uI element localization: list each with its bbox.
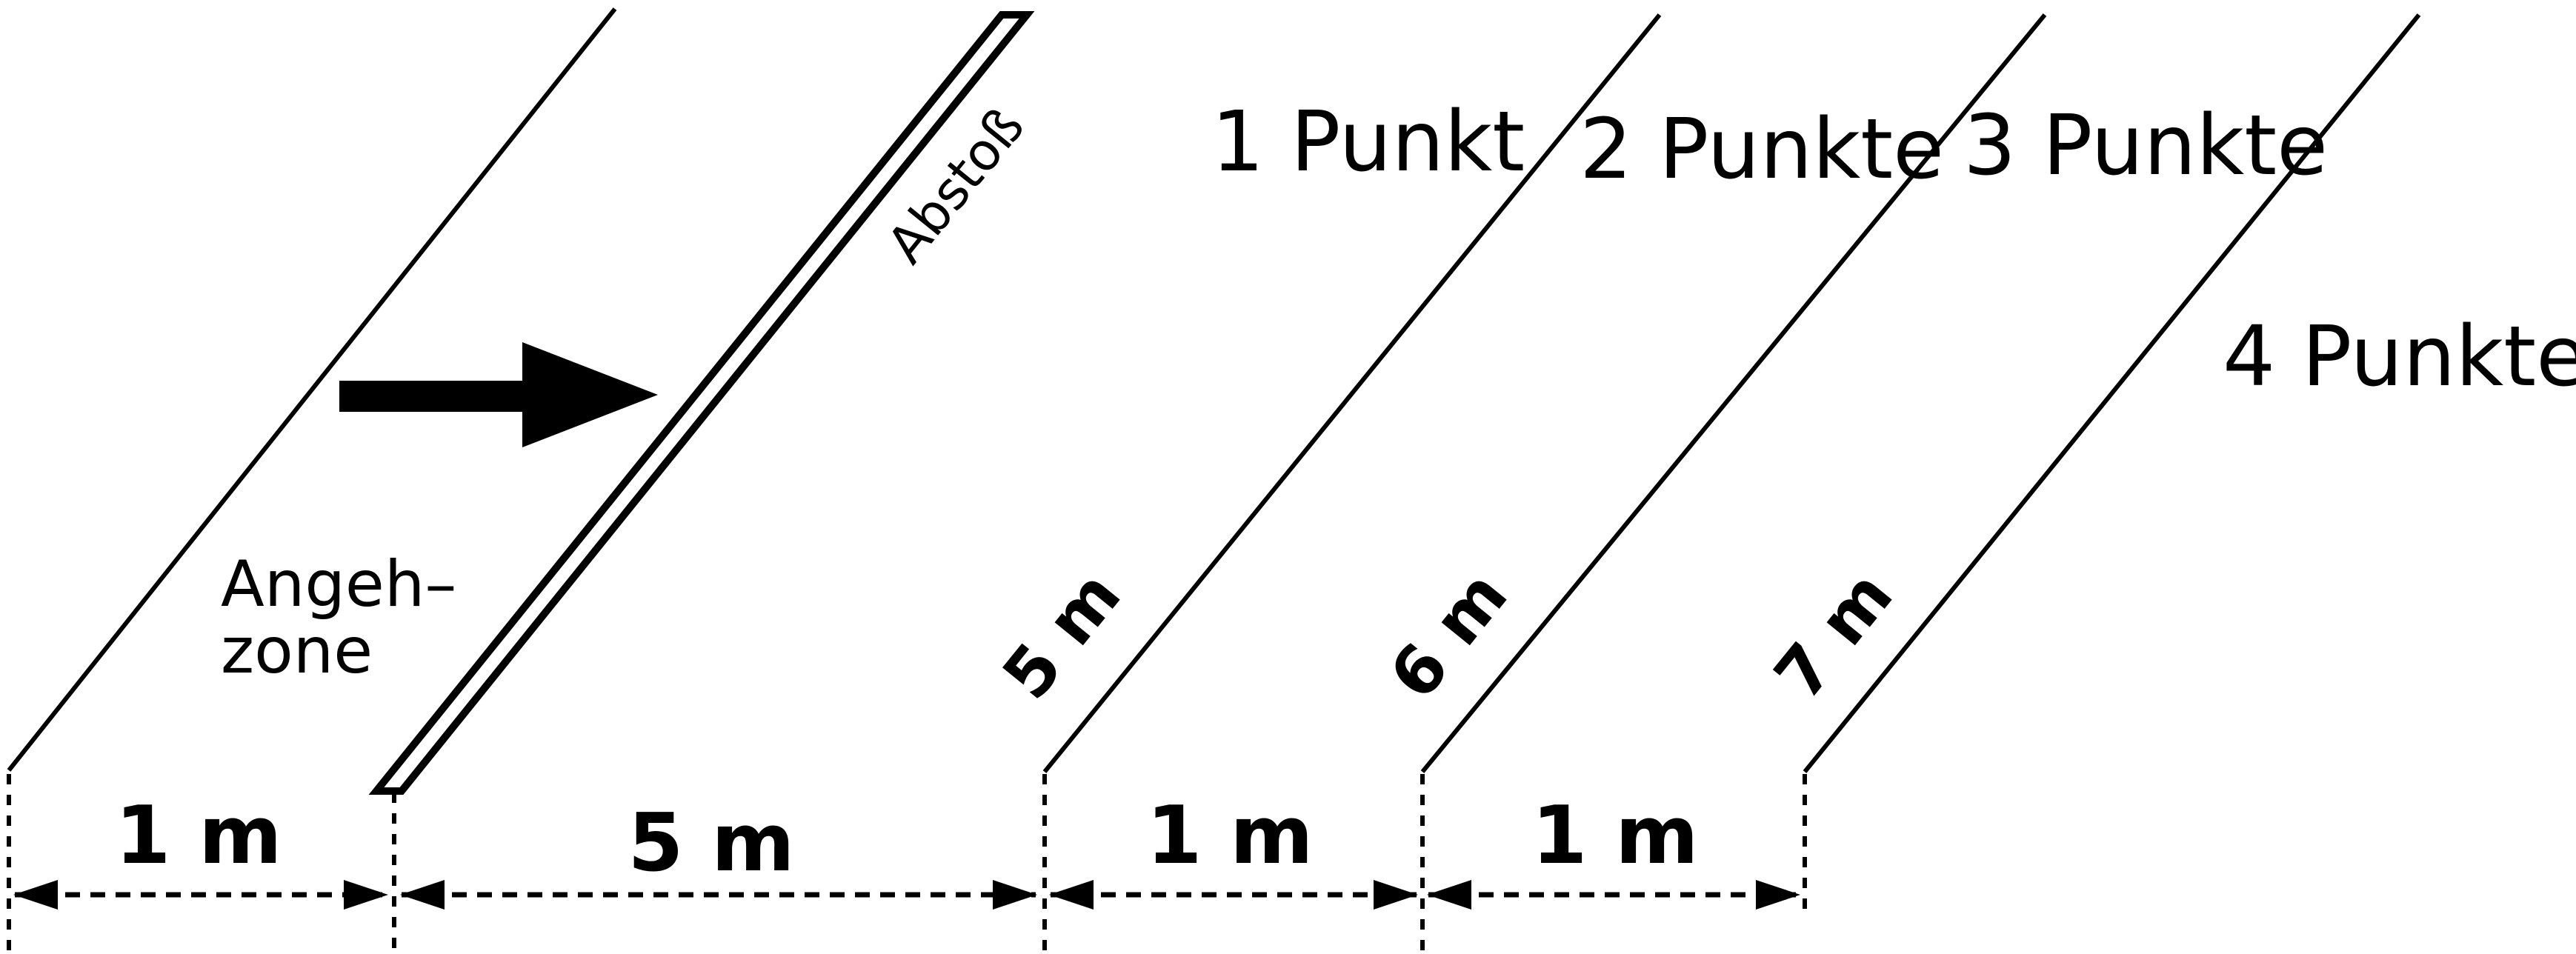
distance-line-7m [1803, 13, 2421, 773]
dimension-label-4: 1 m [1531, 790, 1698, 882]
kick-line [368, 11, 1035, 795]
distance-line-5m [1042, 13, 1662, 773]
run-up-zone-label-line2: zone [221, 614, 373, 688]
run-up-zone-label-line1: Angeh– [221, 547, 456, 621]
dimension-label-1: 1 m [115, 790, 282, 882]
dimension-label-3: 1 m [1146, 790, 1313, 882]
distance-label-6m: 6 m [1374, 557, 1522, 714]
points-label-2: 2 Punkte [1580, 101, 1944, 198]
points-label-3: 3 Punkte [1963, 98, 2328, 194]
points-label-1: 1 Punkt [1211, 94, 1525, 190]
points-label-4: 4 Punkte [2223, 309, 2576, 405]
distance-line-6m [1420, 13, 2047, 773]
kick-line-label: Abstoß [875, 96, 1036, 275]
run-up-start-line [7, 7, 617, 772]
dimension-label-2: 5 m [628, 797, 794, 890]
distance-label-5m: 5 m [988, 557, 1136, 714]
run-direction-arrow [339, 342, 658, 447]
distance-label-7m: 7 m [1760, 557, 1908, 714]
reference-dashed-lines [7, 774, 1807, 954]
